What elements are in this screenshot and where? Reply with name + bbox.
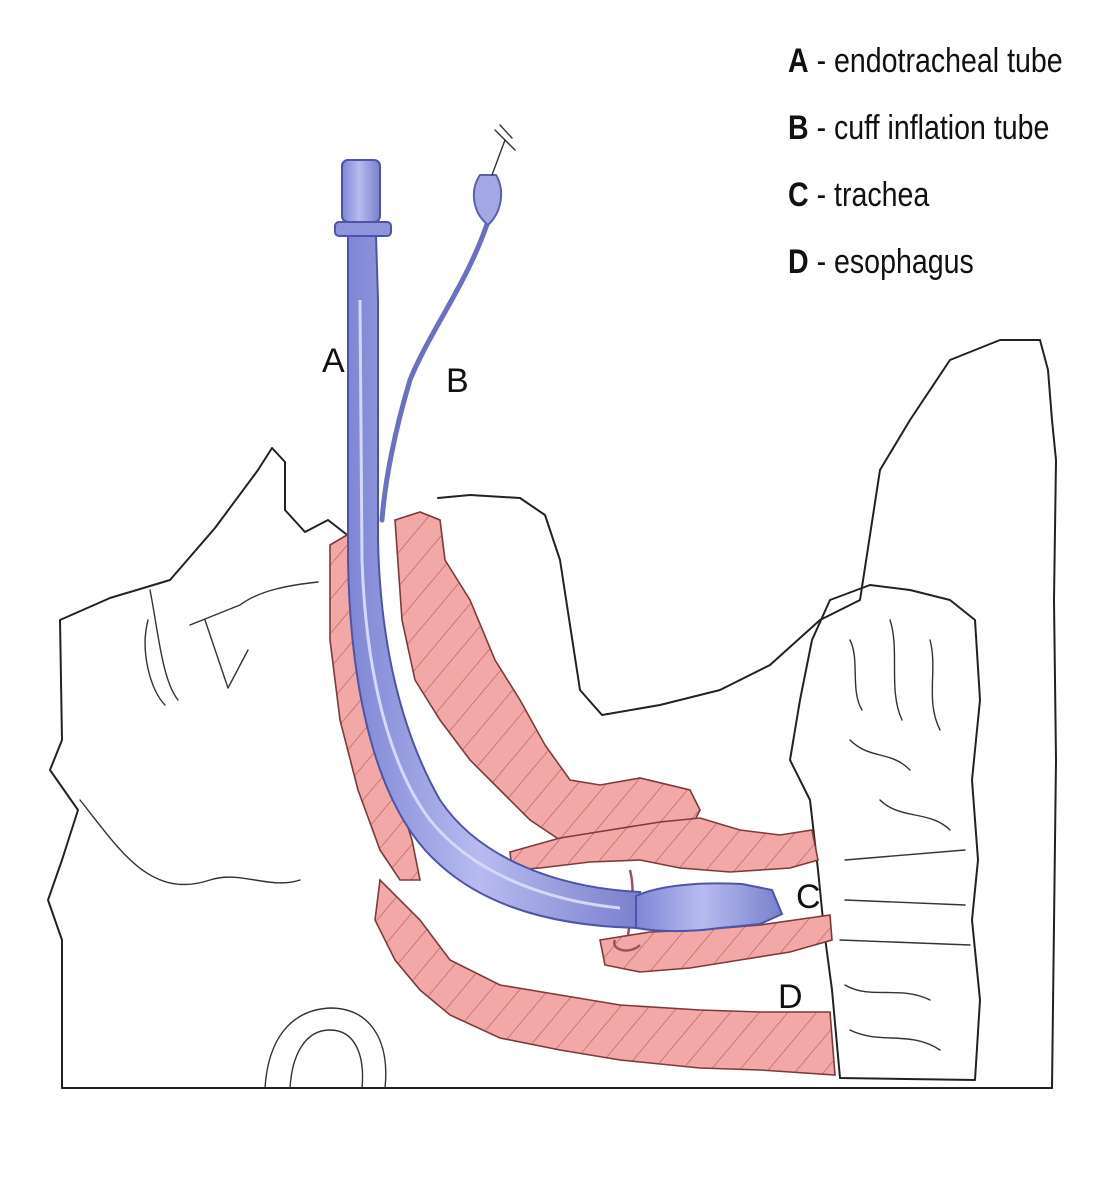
callout-b: B — [446, 362, 469, 400]
tube-cuff — [635, 882, 784, 932]
eye-detail — [189, 581, 319, 689]
chin-detail — [79, 799, 301, 886]
legend-text: esophagus — [834, 243, 974, 281]
tongue-tissue — [394, 511, 701, 846]
legend-text: trachea — [834, 176, 930, 214]
legend-key: D — [788, 243, 809, 281]
head-outline — [47, 447, 347, 1089]
callout-c: C — [796, 878, 821, 916]
larynx-tissue — [509, 817, 819, 873]
legend-separator: - — [808, 243, 835, 281]
pilot-balloon — [472, 174, 503, 227]
spine — [789, 584, 981, 1081]
legend-separator: - — [808, 42, 835, 80]
endotracheal-tube — [347, 235, 641, 930]
legend: A - endotracheal tube B - cuff inflation… — [788, 38, 1063, 306]
legend-item-c: C - trachea — [788, 172, 1063, 239]
legend-item-d: D - esophagus — [788, 239, 1063, 306]
pilot-valve — [491, 124, 516, 176]
legend-key: A — [788, 42, 809, 80]
legend-key: C — [788, 176, 809, 214]
legend-item-a: A - endotracheal tube — [788, 38, 1063, 105]
legend-separator: - — [808, 176, 835, 214]
neck-outline — [437, 339, 1057, 1089]
esophagus-tissue — [374, 878, 836, 1076]
ear-detail — [264, 1007, 387, 1089]
spine-texture — [839, 619, 971, 1051]
face-detail — [144, 589, 179, 706]
legend-text: cuff inflation tube — [834, 109, 1050, 147]
cuff-inflation-tube — [379, 212, 493, 523]
legend-text: endotracheal tube — [834, 42, 1063, 80]
callout-d: D — [778, 978, 803, 1016]
legend-separator: - — [808, 109, 835, 147]
legend-key: B — [788, 109, 809, 147]
tube-highlight — [358, 299, 621, 910]
legend-item-b: B - cuff inflation tube — [788, 105, 1063, 172]
callout-a: A — [322, 342, 345, 380]
